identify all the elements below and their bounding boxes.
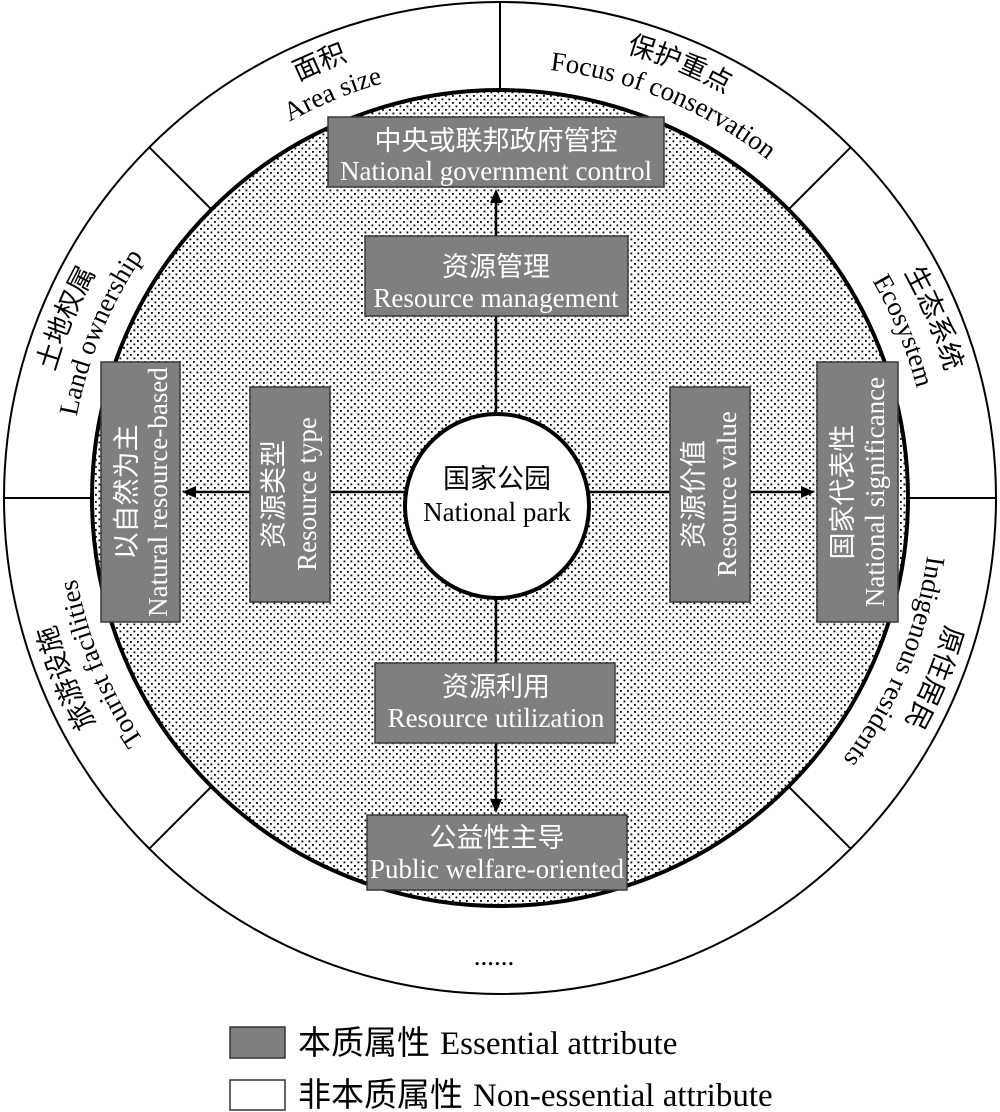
box-label-zh: 以自然为主 [112, 425, 142, 560]
arrow-left-head [182, 486, 196, 498]
box-background [100, 361, 181, 623]
public-welfare-oriented-box: 公益性主导 Public welfare-oriented [366, 814, 628, 891]
segment-divider [787, 785, 852, 850]
segment-divider [787, 146, 852, 211]
box-label-zh: 资源类型 [259, 440, 289, 548]
box-label-zh: 国家代表性 [828, 425, 858, 560]
box-background [816, 361, 899, 623]
box-label-en: National government control [340, 156, 652, 186]
box-label-zh: 资源管理 [442, 252, 550, 282]
box-background [327, 116, 665, 188]
natural-resource-based-box: 以自然为主 Natural resource-based [100, 361, 181, 623]
arrow-up-head [490, 189, 502, 203]
box-background [374, 662, 616, 744]
center-node-circle [403, 412, 591, 600]
more-attributes-ellipsis: ...... [474, 941, 515, 971]
resource-management-box: 资源管理 Resource management [364, 235, 629, 317]
legend-label-essential-zh: 本质属性 [298, 1025, 430, 1062]
box-label-en: Resource utilization [388, 703, 605, 733]
box-label-en: Resource value [712, 411, 742, 577]
legend-label-essential: 本质属性 Essential attribute [298, 1025, 677, 1062]
legend: 本质属性 Essential attribute 非本质属性 Non-essenti… [229, 1025, 773, 1112]
box-label-en: Natural resource-based [143, 367, 173, 617]
box-background [364, 235, 629, 317]
legend-swatch-essential [229, 1026, 286, 1059]
resource-type-box: 资源类型 Resource type [249, 386, 331, 603]
box-label-en: Resource management [373, 283, 619, 313]
box-label-zh: 公益性主导 [430, 823, 565, 853]
box-label-zh: 资源价值 [679, 440, 709, 548]
arrow-right-head [801, 486, 815, 498]
legend-label-essential-en: Essential attribute [440, 1026, 677, 1062]
national-government-control-box: 中央或联邦政府管控 National government control [327, 116, 665, 188]
box-background [249, 386, 331, 603]
resource-value-box: 资源价值 Resource value [669, 386, 751, 603]
box-label-en: Resource type [292, 417, 322, 571]
arrow-down-head [490, 799, 502, 813]
center-node-national-park: 国家公园 National park [403, 412, 591, 600]
legend-label-non-essential: 非本质属性 Non-essential attribute [298, 1077, 773, 1112]
box-background [669, 386, 751, 603]
resource-utilization-box: 资源利用 Resource utilization [374, 662, 616, 744]
center-label-en: National park [423, 497, 571, 527]
legend-label-non-essential-en: Non-essential attribute [473, 1078, 773, 1112]
legend-swatch-non-essential [229, 1079, 286, 1111]
segment-divider [148, 785, 213, 850]
box-label-zh: 中央或联邦政府管控 [375, 126, 618, 156]
box-label-en: National significance [860, 377, 890, 607]
box-label-zh: 资源利用 [442, 672, 550, 702]
segment-divider [148, 146, 213, 211]
box-label-en: Public welfare-oriented [370, 854, 625, 884]
legend-label-non-essential-zh: 非本质属性 [298, 1077, 463, 1112]
national-significance-box: 国家代表性 National significance [816, 361, 899, 623]
center-label-zh: 国家公园 [443, 464, 551, 494]
box-background [366, 814, 628, 891]
